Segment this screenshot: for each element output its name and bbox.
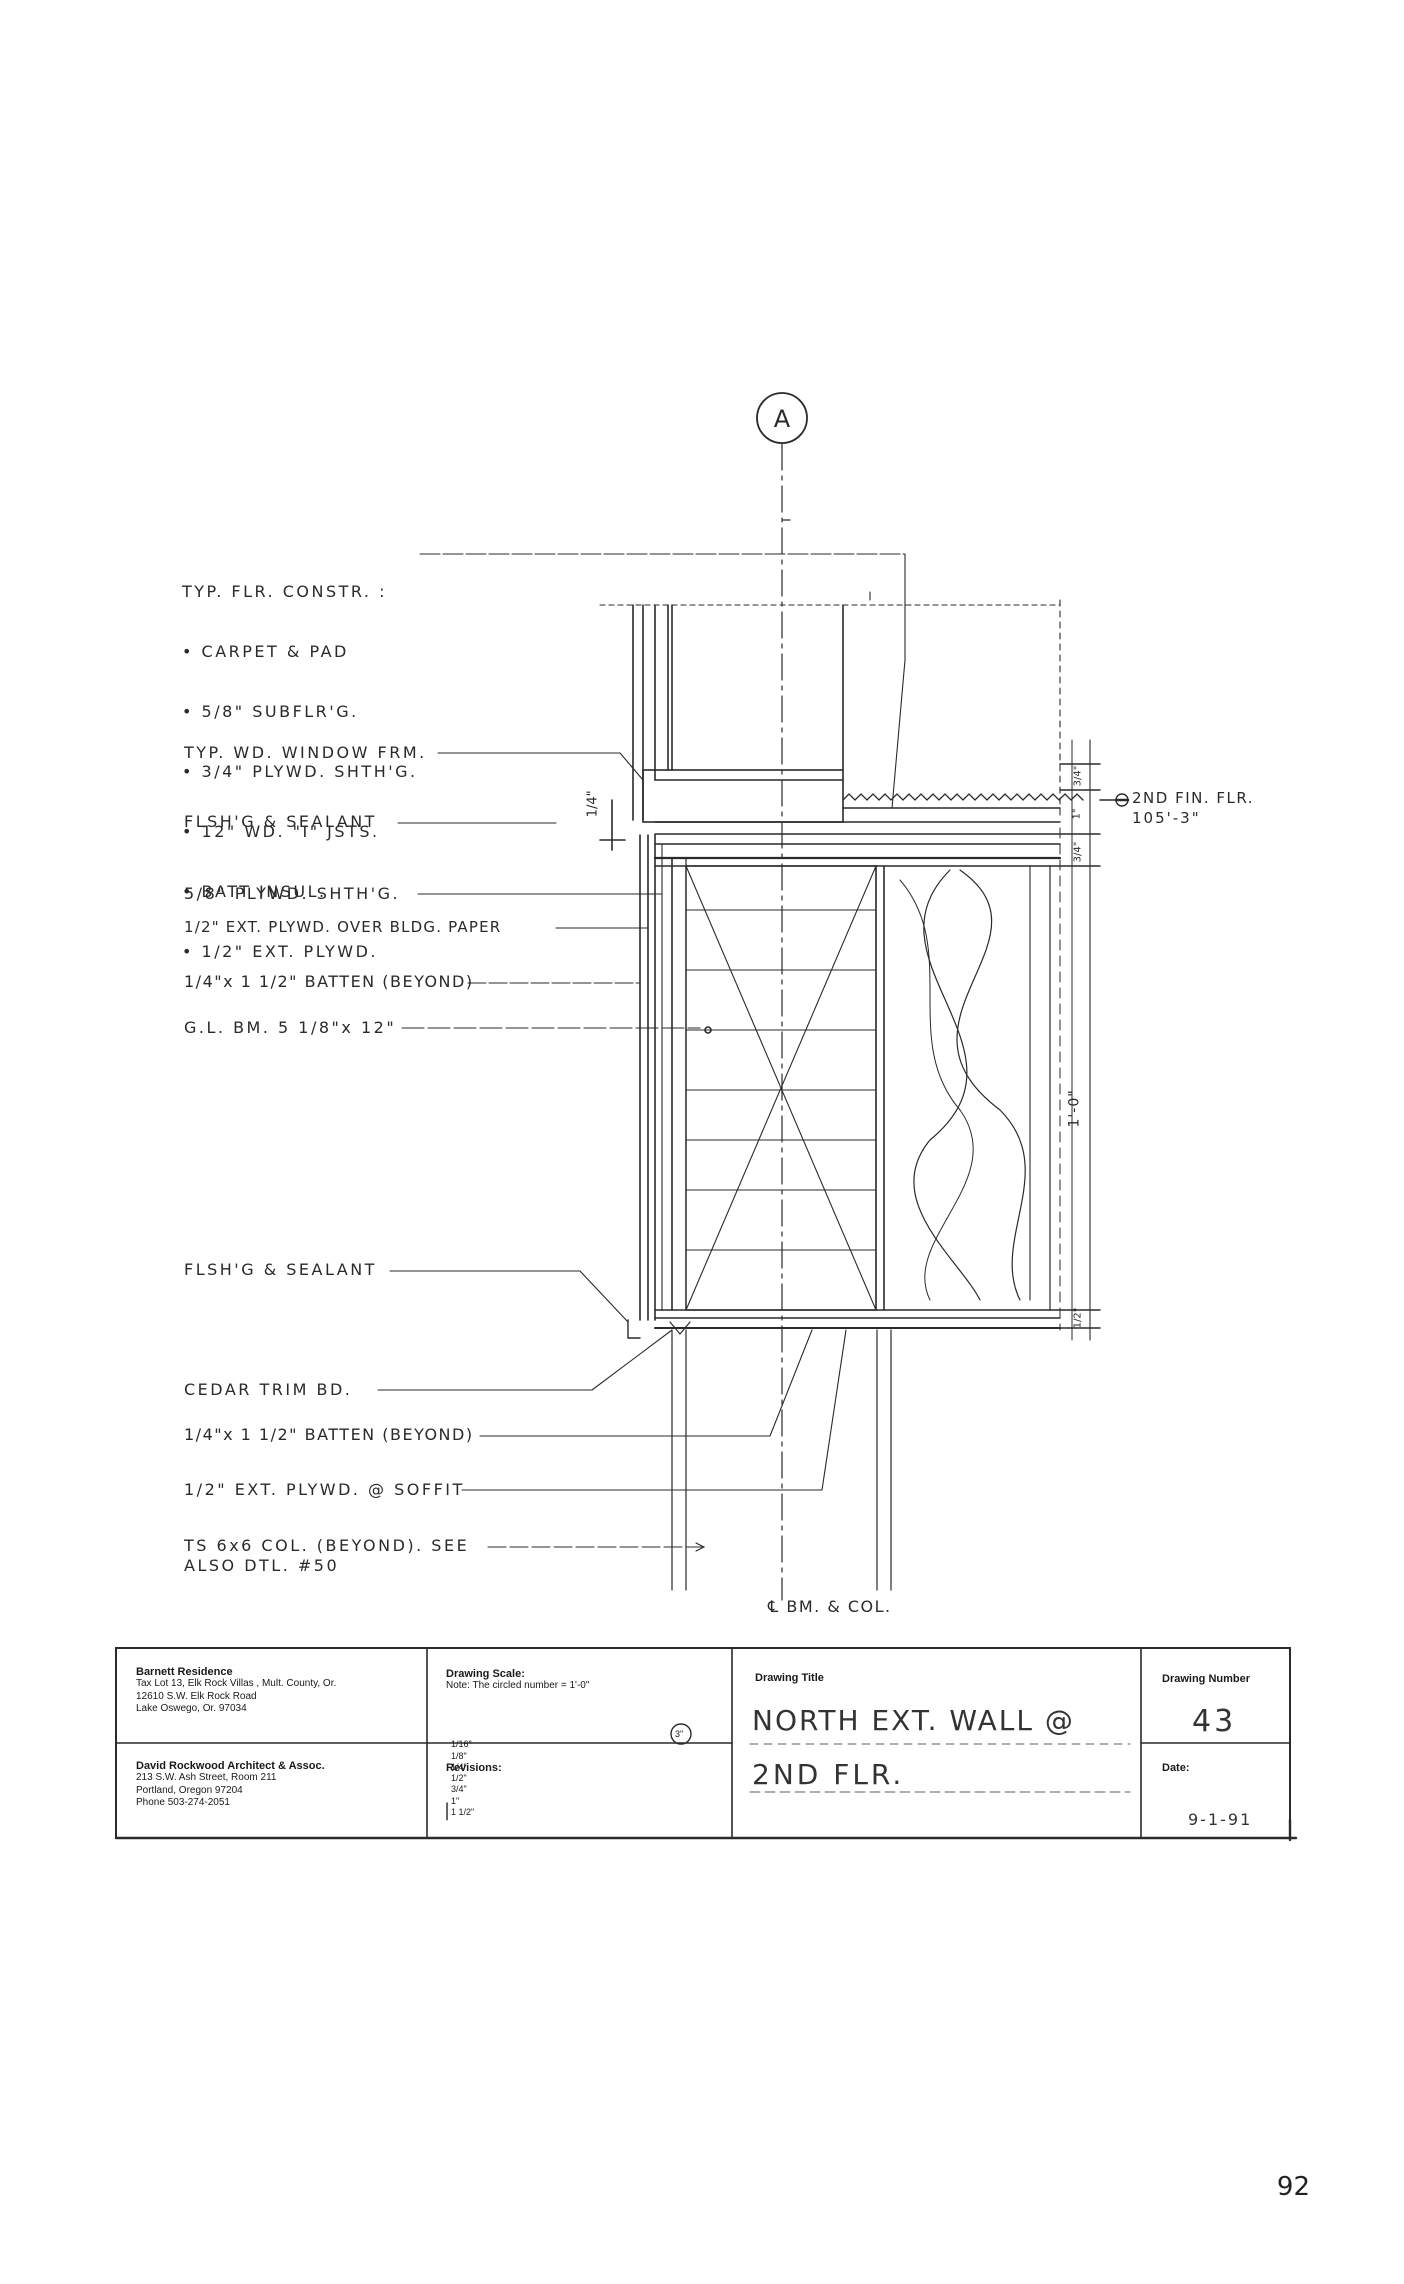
revisions-value: |	[444, 1800, 455, 1821]
label-column-1: TS 6x6 COL. (BEYOND). SEE	[184, 1536, 470, 1555]
batt-insulation	[913, 869, 981, 1301]
project-line-1: 12610 S.W. Elk Rock Road	[136, 1690, 257, 1702]
scale-option: 3/4"	[451, 1784, 467, 1795]
dim-top: 3/4"	[1072, 765, 1084, 787]
dim-bottom: 1/2"	[1072, 1307, 1084, 1329]
label-soffit-plywood: 1/2" EXT. PLYWD. @ SOFFIT	[184, 1480, 465, 1499]
drawing-title-line1: NORTH EXT. WALL @	[752, 1704, 1075, 1737]
architect-name: David Rockwood Architect & Assoc.	[136, 1760, 325, 1772]
drawing-number-value: 43	[1192, 1704, 1237, 1739]
drawing-number-heading: Drawing Number	[1162, 1673, 1251, 1685]
architect-line-1: Portland, Oregon 97204	[136, 1784, 243, 1796]
scale-option: 1/16"	[451, 1739, 472, 1750]
project-line-2: Lake Oswego, Or. 97034	[136, 1703, 247, 1714]
label-plywood-sheathing: 5/8" PLYWD. SHTH'G.	[184, 884, 401, 903]
date-value: 9-1-91	[1188, 1810, 1253, 1829]
selected-scale-circle	[670, 1723, 692, 1745]
label-column-2: ALSO DTL. #50	[184, 1556, 340, 1575]
dim-flashing-gap: 1/4"	[585, 790, 601, 818]
floor-constr-line-3: • 3/4" PLYWD. SHTH'G.	[182, 762, 418, 781]
revisions-heading: Revisions:	[446, 1762, 502, 1774]
architect-line-2: Phone 503-274-2051	[136, 1797, 230, 1808]
architect-line-0: 213 S.W. Ash Street, Room 211	[136, 1772, 277, 1783]
floor-constr-line-6: • 1/2" EXT. PLYWD.	[182, 942, 378, 961]
label-batten-upper: 1/4"x 1 1/2" BATTEN (BEYOND)	[184, 972, 474, 991]
label-flashing-bottom: FLSH'G & SEALANT	[184, 1260, 377, 1279]
label-cedar-trim: CEDAR TRIM BD.	[184, 1380, 353, 1399]
drawing-scale: Drawing Scale: Note: The circled number …	[446, 1668, 726, 1693]
label-floor-construction: TYP. FLR. CONSTR. : • CARPET & PAD • 5/8…	[182, 542, 418, 982]
scale-options: 1/16" 1/8" 1/4" 1/2" 3/4" 1" 1 1/2"	[446, 1728, 477, 1818]
scale-option: 1/2"	[451, 1773, 467, 1783]
dim-lower: 3/4"	[1072, 841, 1084, 863]
scale-selected: 3"	[675, 1729, 684, 1739]
floor-callout-label: 2ND FIN. FLR.	[1132, 789, 1255, 807]
dim-beam-depth: 1'-0"	[1066, 1089, 1083, 1128]
architect-info: David Rockwood Architect & Assoc. 213 S.…	[136, 1760, 421, 1810]
scale-option: 1"	[451, 1795, 460, 1806]
scale-option: 1/8"	[451, 1750, 467, 1761]
label-glulam: G.L. BM. 5 1/8"x 12"	[184, 1018, 397, 1037]
page-number: 92	[1276, 2172, 1310, 2202]
floor-constr-line-4: • 12" WD. "I" JSTS.	[182, 822, 380, 841]
label-flashing-top: FLSH'G & SEALANT	[184, 812, 377, 831]
floor-constr-line-1: • CARPET & PAD	[182, 642, 349, 661]
label-ext-plywood: 1/2" EXT. PLYWD. OVER BLDG. PAPER	[184, 918, 502, 936]
scale-option: 1/4"	[451, 1761, 467, 1772]
drawing-title-line2: 2ND FLR.	[752, 1758, 905, 1791]
label-centerline: ℄ BM. & COL.	[768, 1597, 892, 1616]
floor-constr-line-5: • BATT INSUL.	[182, 882, 327, 901]
date-heading: Date:	[1162, 1762, 1190, 1774]
dim-mid: 1"	[1071, 808, 1083, 820]
window-frame	[642, 769, 844, 823]
scale-heading: Drawing Scale:	[446, 1668, 525, 1680]
grid-bubble-letter: A	[774, 405, 791, 433]
floor-callout-elevation: 105'-3"	[1132, 809, 1201, 827]
scale-option: 1 1/2"	[451, 1806, 475, 1817]
project-info: Barnett Residence Tax Lot 13, Elk Rock V…	[136, 1666, 421, 1716]
carpet-pad	[842, 793, 1084, 801]
label-window-frame: TYP. WD. WINDOW FRM.	[184, 743, 427, 762]
floor-constr-line-2: • 5/8" SUBFLR'G.	[182, 702, 359, 721]
project-name: Barnett Residence	[136, 1666, 233, 1678]
project-line-0: Tax Lot 13, Elk Rock Villas , Mult. Coun…	[136, 1678, 337, 1689]
grid-bubble	[756, 392, 808, 444]
scale-note: Note: The circled number = 1'-0"	[446, 1680, 590, 1691]
floor-constr-line-0: TYP. FLR. CONSTR. :	[182, 582, 387, 601]
drawing-title-heading: Drawing Title	[755, 1672, 824, 1684]
label-batten-lower: 1/4"x 1 1/2" BATTEN (BEYOND)	[184, 1425, 474, 1444]
